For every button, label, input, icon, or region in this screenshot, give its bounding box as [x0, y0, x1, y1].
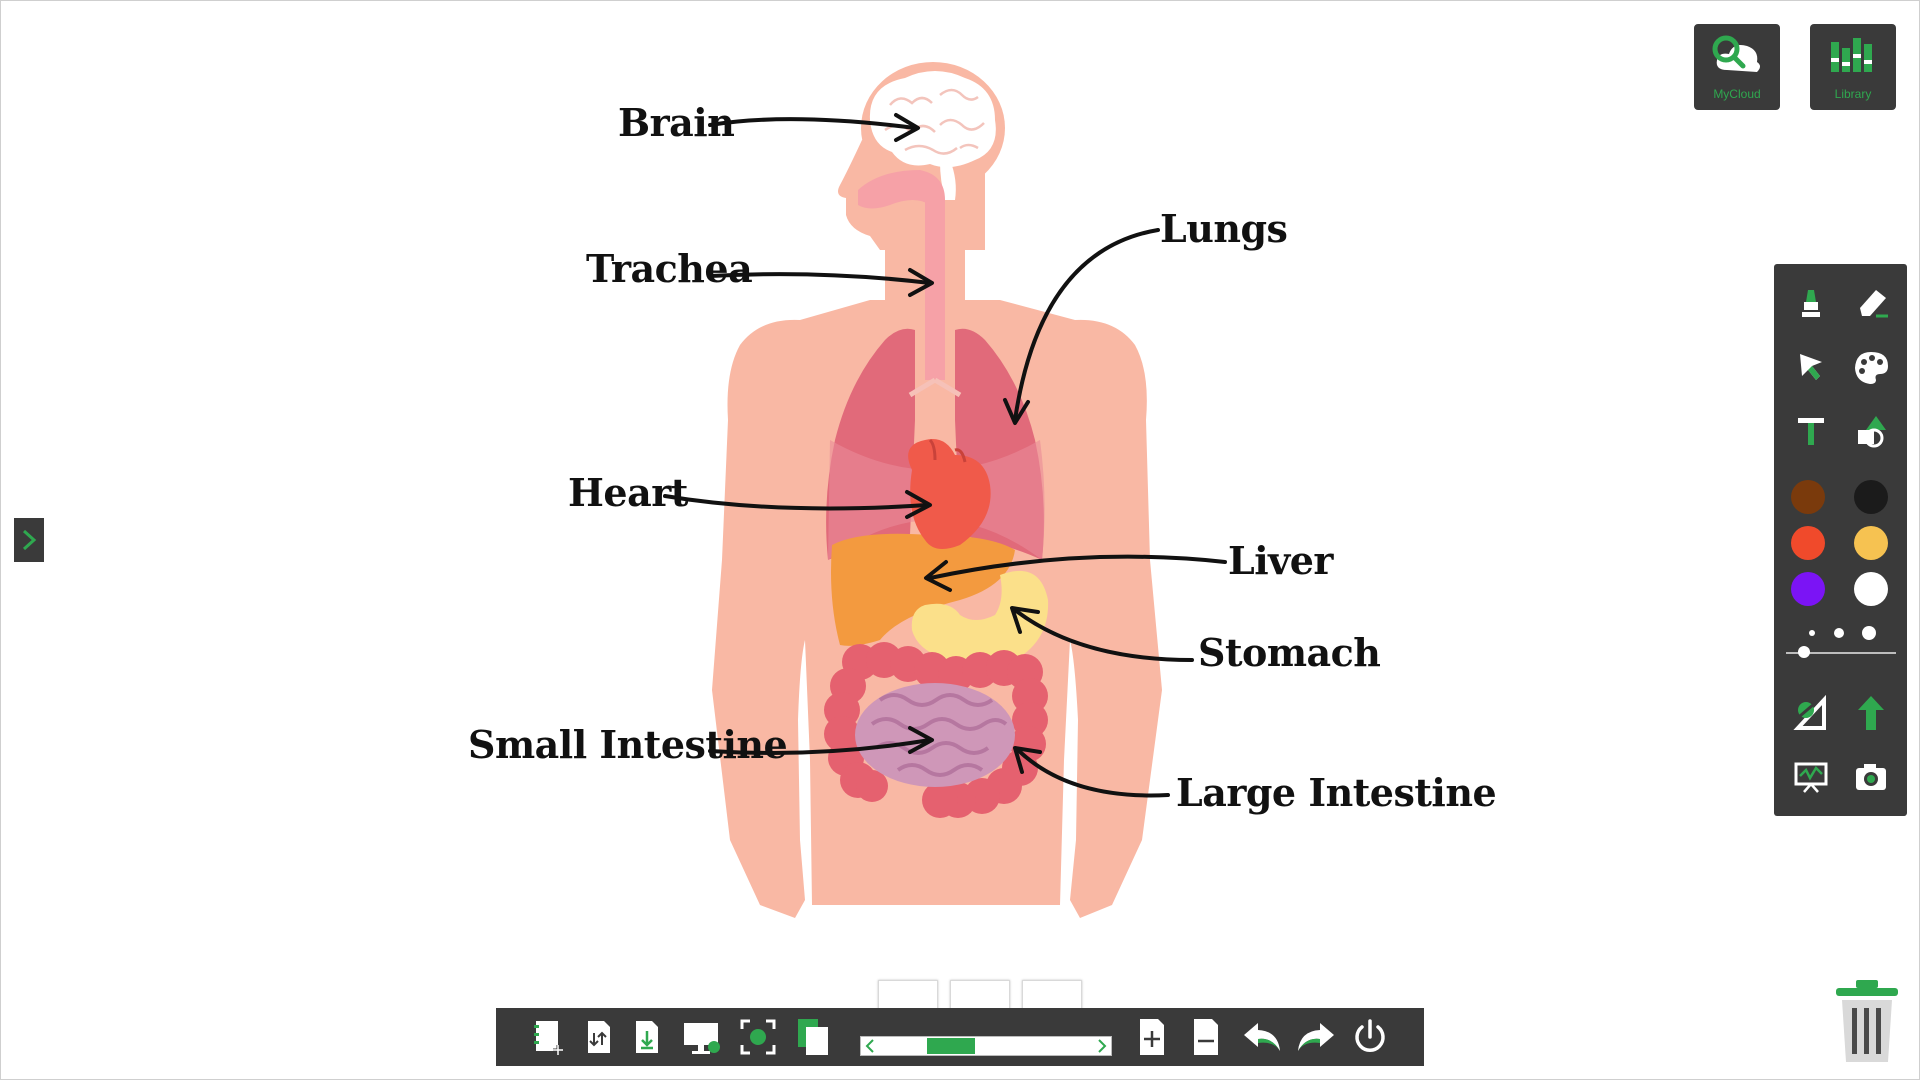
pen-size-large[interactable] — [1862, 626, 1876, 640]
mycloud-button[interactable]: MyCloud — [1694, 24, 1780, 110]
pen-size-slider-thumb[interactable] — [1798, 646, 1810, 658]
camera-tool[interactable] — [1846, 752, 1896, 802]
trash-icon — [1836, 980, 1898, 1062]
stomach-organ — [911, 570, 1049, 666]
new-notebook-icon — [534, 1021, 563, 1055]
cloud-search-icon — [1712, 35, 1760, 72]
pen-icon — [1802, 290, 1820, 317]
copy-page-icon — [798, 1019, 828, 1055]
capture-region-button[interactable] — [736, 1015, 780, 1059]
undo-button[interactable] — [1240, 1015, 1284, 1059]
color-white[interactable] — [1854, 572, 1888, 606]
large-intestine-organ — [824, 642, 1048, 818]
label-lungs: Lungs — [1160, 206, 1288, 251]
drawing-toolbar — [1774, 264, 1907, 816]
eraser-tool[interactable] — [1846, 278, 1896, 328]
select-pointer-icon — [1800, 354, 1822, 380]
color-black[interactable] — [1854, 480, 1888, 514]
library-icon — [1831, 38, 1872, 72]
expand-panel-button[interactable] — [14, 518, 44, 562]
library-button[interactable]: Library — [1810, 24, 1896, 110]
undo-icon — [1244, 1023, 1280, 1051]
redo-button[interactable] — [1294, 1015, 1338, 1059]
label-large-intestine: Large Intestine — [1176, 770, 1497, 815]
camera-icon — [1856, 764, 1886, 790]
small-intestine-organ — [855, 683, 1015, 787]
pen-size-small[interactable] — [1809, 630, 1815, 636]
bottom-toolbar — [496, 1008, 1424, 1066]
trachea-organ — [858, 170, 945, 380]
add-page-button[interactable] — [1130, 1015, 1174, 1059]
chevron-right-icon — [22, 529, 37, 551]
palette-icon — [1855, 352, 1888, 384]
palette-tool[interactable] — [1846, 342, 1896, 392]
arrow-up-icon — [1858, 696, 1884, 730]
geometry-icon — [1793, 694, 1826, 730]
pen-tool[interactable] — [1786, 278, 1836, 328]
text-icon — [1798, 418, 1824, 445]
color-purple[interactable] — [1791, 572, 1825, 606]
remove-page-icon — [1194, 1019, 1218, 1055]
label-heart: Heart — [568, 470, 688, 515]
screen-annotate-tool[interactable] — [1786, 752, 1836, 802]
select-tool[interactable] — [1786, 342, 1836, 392]
label-liver: Liver — [1228, 538, 1333, 583]
remove-page-button[interactable] — [1184, 1015, 1228, 1059]
chevron-right-icon[interactable] — [1095, 1037, 1109, 1055]
text-tool[interactable] — [1786, 406, 1836, 456]
eraser-icon — [1860, 290, 1888, 318]
label-small-intestine: Small Intestine — [468, 722, 788, 767]
new-notebook-button[interactable] — [526, 1015, 570, 1059]
arrow-up-tool[interactable] — [1846, 688, 1896, 738]
shapes-tool[interactable] — [1846, 406, 1896, 456]
screen-share-icon — [684, 1023, 720, 1054]
chevron-left-icon[interactable] — [863, 1037, 877, 1055]
download-button[interactable] — [624, 1015, 668, 1059]
label-brain: Brain — [618, 100, 735, 145]
label-stomach: Stomach — [1198, 630, 1381, 675]
add-page-icon — [1140, 1019, 1164, 1055]
download-icon — [636, 1021, 658, 1053]
copy-page-button[interactable] — [792, 1015, 836, 1059]
import-icon — [588, 1021, 610, 1053]
trash-button[interactable] — [1832, 978, 1902, 1066]
capture-region-icon — [740, 1019, 776, 1055]
brain-organ — [869, 71, 996, 200]
screen-annotate-icon — [1794, 762, 1828, 793]
mycloud-label: MyCloud — [1713, 87, 1761, 101]
library-label: Library — [1834, 87, 1872, 101]
page-scrollbar[interactable] — [860, 1036, 1112, 1056]
color-yellow[interactable] — [1854, 526, 1888, 560]
screen-share-button[interactable] — [680, 1015, 724, 1059]
power-button[interactable] — [1348, 1015, 1392, 1059]
heart-organ — [908, 438, 991, 549]
page-scrollbar-thumb[interactable] — [927, 1038, 975, 1054]
annotation-arrows — [663, 113, 1227, 798]
pen-size-medium[interactable] — [1834, 628, 1844, 638]
pen-size-slider[interactable] — [1786, 652, 1896, 654]
color-brown[interactable] — [1791, 480, 1825, 514]
geometry-tool[interactable] — [1786, 688, 1836, 738]
redo-icon — [1298, 1023, 1334, 1051]
power-icon — [1355, 1019, 1385, 1052]
shapes-icon — [1858, 416, 1886, 448]
label-trachea: Trachea — [586, 246, 753, 291]
liver-organ — [831, 533, 1015, 646]
color-red[interactable] — [1791, 526, 1825, 560]
import-button[interactable] — [576, 1015, 620, 1059]
